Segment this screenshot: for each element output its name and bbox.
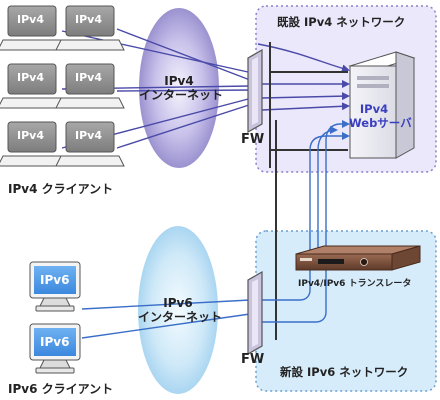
ipv4-pc-6 xyxy=(55,121,125,167)
ipv4-ipv6-translator xyxy=(295,245,421,271)
ipv4-pc-5-label: IPv4 xyxy=(17,129,44,142)
ipv4-pc-3 xyxy=(0,63,67,109)
ipv4-pc-1-label: IPv4 xyxy=(17,13,44,26)
translator-label: IPv4/IPv6 トランスレータ xyxy=(298,279,412,289)
ipv6-pc-1 xyxy=(29,261,81,312)
ipv4-pc-2 xyxy=(55,5,125,51)
ipv4-pc-6-label: IPv4 xyxy=(75,129,102,142)
ipv6-pc-1-label: IPv6 xyxy=(40,273,70,287)
ipv6-internet-line2: インターネット xyxy=(138,310,223,324)
ipv6-internet-label: IPv6 インターネット xyxy=(138,296,223,324)
ipv4-pc-2-label: IPv4 xyxy=(75,13,102,26)
ipv4-pc-5 xyxy=(0,121,67,167)
web-server-label: IPv4 Webサーバ xyxy=(349,102,412,130)
web-server xyxy=(348,51,416,159)
ipv6-network-label: 新設 IPv6 ネットワーク xyxy=(280,365,409,379)
ipv6-internet-line1: IPv6 xyxy=(163,296,193,310)
ipv4-network-label: 既設 IPv4 ネットワーク xyxy=(277,15,406,29)
web-server-line2: Webサーバ xyxy=(349,116,412,130)
firewall-bottom-label: FW xyxy=(241,352,265,367)
web-server-line1: IPv4 xyxy=(359,102,389,116)
ipv4-internet-line1: IPv4 xyxy=(164,74,194,88)
ipv6-pc-2 xyxy=(29,323,81,374)
ipv6-pc-2-label: IPv6 xyxy=(40,335,70,349)
ipv4-internet-label: IPv4 インターネット xyxy=(139,74,224,102)
ipv6-internet-cloud xyxy=(138,226,218,394)
ipv4-internet-line2: インターネット xyxy=(139,88,224,102)
ipv4-pc-3-label: IPv4 xyxy=(17,71,44,84)
ipv4-backbone xyxy=(269,42,348,168)
ipv4-internet-cloud xyxy=(139,8,219,168)
firewall-top-label: FW xyxy=(241,132,265,147)
ipv6-links xyxy=(81,120,350,339)
ipv6-clients-label: IPv6 クライアント xyxy=(8,382,114,396)
ipv4-pc-4 xyxy=(55,63,125,109)
firewall-top xyxy=(247,48,263,134)
firewall-bottom xyxy=(247,270,263,356)
ipv4-clients-label: IPv4 クライアント xyxy=(8,182,114,196)
ipv4-pc-4-label: IPv4 xyxy=(75,71,102,84)
